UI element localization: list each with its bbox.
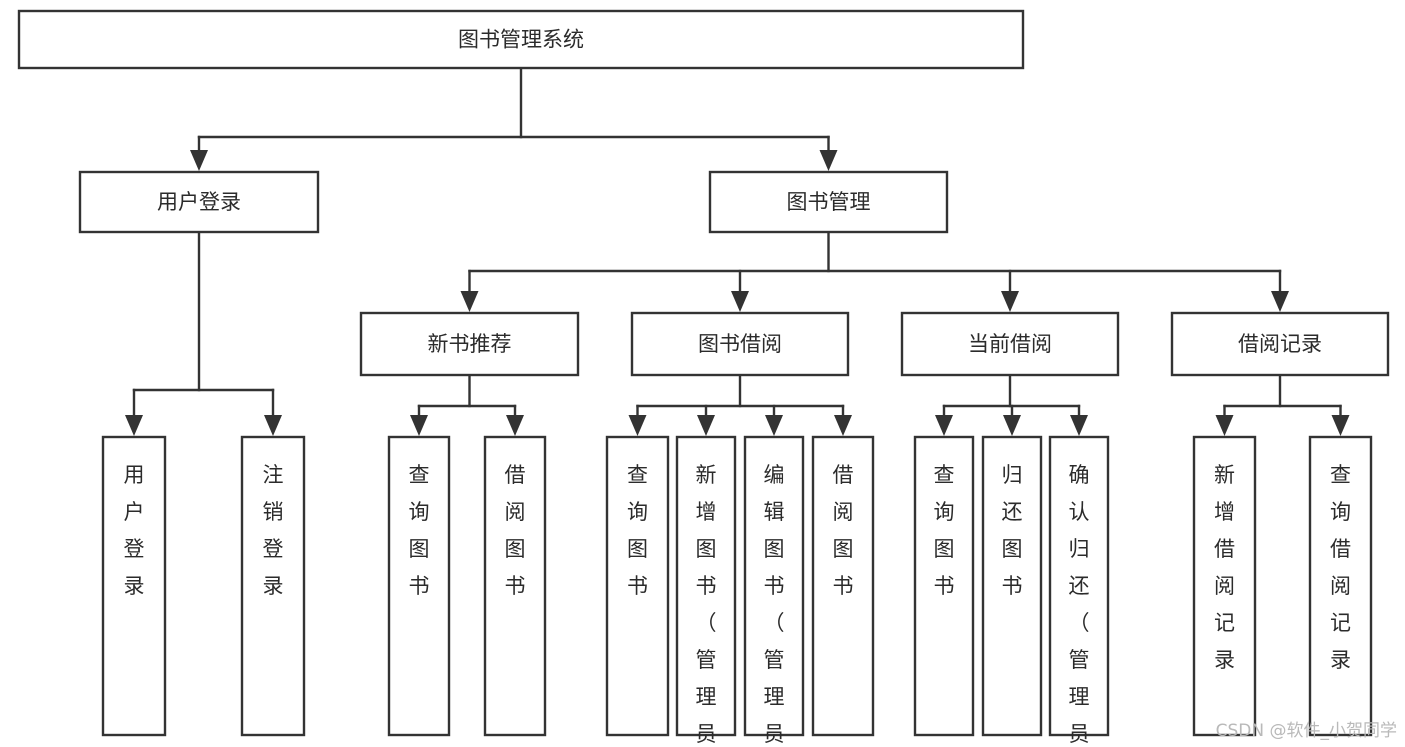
node-label: 图书借阅 <box>698 332 782 356</box>
node-label: 编辑图书（管理员） <box>764 463 785 747</box>
node-leaf-user-login[interactable]: 用户登录 <box>101 435 167 737</box>
node-box <box>981 435 1043 737</box>
node-book-manage[interactable]: 图书管理 <box>708 170 949 234</box>
node-leaf-bb-add-book[interactable]: 新增图书（管理员） <box>675 435 737 747</box>
node-box <box>78 170 320 234</box>
node-book-borrow[interactable]: 图书借阅 <box>630 311 850 377</box>
node-root[interactable]: 图书管理系统 <box>17 9 1025 70</box>
watermark-label: CSDN @软件_小贺同学 <box>1215 721 1397 741</box>
node-label: 借阅图书 <box>833 463 854 598</box>
node-label: 新增借阅记录 <box>1214 463 1235 672</box>
node-box <box>605 435 670 737</box>
node-label: 新书推荐 <box>428 332 512 356</box>
arrow-head-icon <box>125 415 143 436</box>
node-box <box>240 435 306 737</box>
arrow-head-icon <box>1001 291 1019 312</box>
node-box <box>1048 435 1110 737</box>
node-label: 查询借阅记录 <box>1330 463 1351 672</box>
connector-group <box>1215 373 1350 436</box>
node-label: 借阅图书 <box>505 463 526 598</box>
node-leaf-cb-confirm-return[interactable]: 确认归还（管理员） <box>1048 435 1110 747</box>
arrow-head-icon <box>935 415 953 436</box>
arrow-head-icon <box>834 415 852 436</box>
node-label: 图书管理 <box>787 190 871 214</box>
node-leaf-nbr-query-book[interactable]: 查询图书 <box>387 435 451 737</box>
node-box <box>1308 435 1373 737</box>
node-label: 查询图书 <box>934 463 955 598</box>
arrow-head-icon <box>765 415 783 436</box>
node-box <box>708 170 949 234</box>
arrow-head-icon <box>1070 415 1088 436</box>
connector-group <box>190 66 838 171</box>
node-leaf-bb-edit-book[interactable]: 编辑图书（管理员） <box>743 435 805 747</box>
node-box <box>101 435 167 737</box>
node-box <box>913 435 975 737</box>
node-current-borrow[interactable]: 当前借阅 <box>900 311 1120 377</box>
node-label: 用户登录 <box>157 190 241 214</box>
node-leaf-bb-borrow-book[interactable]: 借阅图书 <box>811 435 875 737</box>
arrow-head-icon <box>264 415 282 436</box>
arrow-head-icon <box>410 415 428 436</box>
arrow-head-icon <box>1003 415 1021 436</box>
arrow-head-icon <box>460 291 479 312</box>
node-label: 用户登录 <box>124 463 145 598</box>
node-label: 图书管理系统 <box>458 28 584 52</box>
node-label: 借阅记录 <box>1238 332 1322 356</box>
connector-group <box>125 230 282 436</box>
connector-group <box>628 373 852 436</box>
arrow-head-icon <box>819 150 838 171</box>
connector-group <box>410 373 524 436</box>
arrow-head-icon <box>1331 415 1350 436</box>
node-label: 查询图书 <box>409 463 430 598</box>
node-box <box>387 435 451 737</box>
node-leaf-nbr-borrow-book[interactable]: 借阅图书 <box>483 435 547 737</box>
node-box <box>675 435 737 737</box>
arrow-head-icon <box>697 415 715 436</box>
node-box <box>359 311 580 377</box>
connector-group <box>460 230 1289 312</box>
node-leaf-br-query-record[interactable]: 查询借阅记录 <box>1308 435 1373 737</box>
connector-layer <box>125 66 1350 436</box>
node-layer: 图书管理系统用户登录图书管理新书推荐图书借阅当前借阅借阅记录用户登录注销登录查询… <box>17 9 1390 747</box>
arrow-head-icon <box>628 415 647 436</box>
node-box <box>630 311 850 377</box>
node-borrow-record[interactable]: 借阅记录 <box>1170 311 1390 377</box>
arrow-head-icon <box>731 291 749 312</box>
node-label: 确认归还（管理员） <box>1069 463 1090 747</box>
node-label: 新增图书（管理员） <box>696 463 717 747</box>
node-label: 注销登录 <box>263 463 284 598</box>
node-leaf-logout[interactable]: 注销登录 <box>240 435 306 737</box>
node-box <box>811 435 875 737</box>
node-leaf-br-add-record[interactable]: 新增借阅记录 <box>1192 435 1257 737</box>
node-box <box>900 311 1120 377</box>
node-leaf-cb-query-book[interactable]: 查询图书 <box>913 435 975 737</box>
node-box <box>743 435 805 737</box>
node-box <box>1192 435 1257 737</box>
node-leaf-bb-query-book[interactable]: 查询图书 <box>605 435 670 737</box>
arrow-head-icon <box>1271 291 1289 312</box>
node-box <box>17 9 1025 70</box>
node-box <box>1170 311 1390 377</box>
node-label: 查询图书 <box>627 463 648 598</box>
node-new-book-recommend[interactable]: 新书推荐 <box>359 311 580 377</box>
node-label: 归还图书 <box>1002 463 1023 598</box>
connector-group <box>935 373 1088 436</box>
arrow-head-icon <box>1215 415 1234 436</box>
arrow-head-icon <box>190 150 208 171</box>
node-label: 当前借阅 <box>968 332 1052 356</box>
node-leaf-cb-return-book[interactable]: 归还图书 <box>981 435 1043 737</box>
arrow-head-icon <box>506 415 524 436</box>
node-user-login[interactable]: 用户登录 <box>78 170 320 234</box>
node-box <box>483 435 547 737</box>
